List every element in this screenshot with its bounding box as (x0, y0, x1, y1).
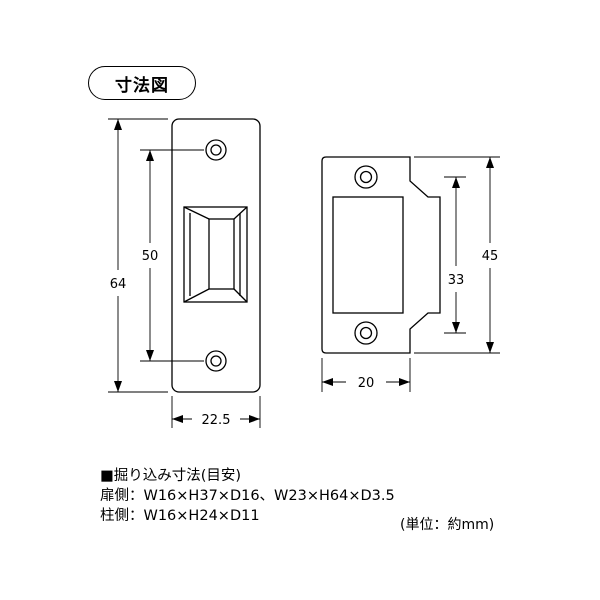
dim-label-20: 20 (358, 376, 375, 391)
strike-plate-outline (321, 156, 441, 354)
unit-note: (単位：約mm) (400, 517, 495, 533)
notes-frame-side: 柱側：W16×H24×D11 (100, 508, 260, 524)
dim-label-64: 64 (110, 277, 127, 292)
left-plate-outline (171, 118, 261, 393)
left-bottom-screw-hole-inner (210, 355, 222, 367)
latch-opening-outer (183, 206, 248, 303)
title-badge: 寸法図 (88, 66, 196, 100)
strike-top-screw-hole-inner (359, 170, 373, 184)
page-title: 寸法図 (115, 75, 169, 96)
latch-opening-inner (208, 218, 235, 290)
notes-door-side: 扉側：W16×H37×D16、W23×H64×D3.5 (100, 488, 395, 504)
dim-label-33: 33 (448, 273, 465, 288)
dim-label-22-5: 22.5 (202, 413, 231, 428)
strike-opening (332, 196, 404, 314)
left-bottom-screw-hole (205, 350, 227, 372)
notes-heading: ■掘り込み寸法(目安) (100, 468, 242, 484)
left-top-screw-hole (205, 139, 227, 161)
left-top-screw-hole-inner (210, 144, 222, 156)
strike-bottom-screw-hole (354, 321, 378, 345)
mortise-notes: ■掘り込み寸法(目安) 扉側：W16×H37×D16、W23×H64×D3.5 … (100, 466, 395, 526)
strike-bottom-screw-hole-inner (359, 326, 373, 340)
dim-label-45: 45 (482, 249, 499, 264)
strike-top-screw-hole (354, 165, 378, 189)
dim-label-50: 50 (142, 249, 159, 264)
